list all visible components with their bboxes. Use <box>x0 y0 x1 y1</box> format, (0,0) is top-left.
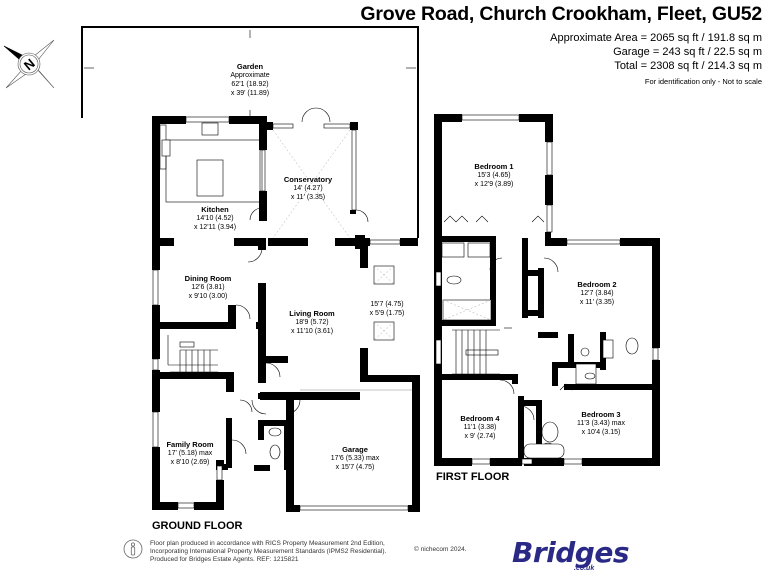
compass-north-icon: N <box>3 39 55 89</box>
room-label-bedroom-2: Bedroom 2 12'7 (3.84) x 11' (3.35) <box>577 280 617 306</box>
area-total: Total = 2308 sq ft / 214.3 sq m <box>614 60 762 72</box>
person-info-icon <box>123 539 143 559</box>
garden-boundary <box>81 26 419 238</box>
property-title: Grove Road, Church Crookham, Fleet, GU52 <box>360 3 762 25</box>
room-label-bedroom-4: Bedroom 4 11'1 (3.38) x 9' (2.74) <box>460 414 500 440</box>
room-label-dining-room: Dining Room 12'6 (3.81) x 9'10 (3.00) <box>184 274 232 300</box>
room-label-kitchen: Kitchen 14'10 (4.52) x 12'11 (3.94) <box>193 205 237 231</box>
room-label-living-extension: 15'7 (4.75) x 5'9 (1.75) <box>369 301 405 317</box>
room-label-garage: Garage 17'6 (5.33) max x 15'7 (4.75) <box>330 445 380 471</box>
first-floor-label: FIRST FLOOR <box>436 471 510 483</box>
room-label-bedroom-1: Bedroom 1 15'3 (4.65) x 12'9 (3.89) <box>474 162 514 188</box>
room-label-bedroom-3: Bedroom 3 11'3 (3.43) max x 10'4 (3.15) <box>577 410 625 436</box>
room-label-living-room: Living Room 18'9 (5.72) x 11'10 (3.61) <box>289 309 335 335</box>
ground-floor-label: GROUND FLOOR <box>152 520 243 532</box>
area-approximate: Approximate Area = 2065 sq ft / 191.8 sq… <box>550 32 762 44</box>
area-summary: Approximate Area = 2065 sq ft / 191.8 sq… <box>550 31 762 73</box>
bridges-logo: Bridges <box>512 536 630 569</box>
area-garage: Garage = 243 sq ft / 22.5 sq m <box>613 46 762 58</box>
room-label-garden: Garden Approximate 62'1 (18.92) x 39' (1… <box>230 62 270 97</box>
bridges-logo-domain: .co.uk <box>574 565 595 572</box>
copyright: © nichecom 2024. <box>414 546 467 553</box>
room-label-conservatory: Conservatory 14' (4.27) x 11' (3.35) <box>283 175 333 201</box>
disclaimer: For identification only - Not to scale <box>644 77 762 86</box>
room-label-family-room: Family Room 17' (5.18) max x 8'10 (2.69) <box>166 440 214 466</box>
measurement-footnote: Floor plan produced in accordance with R… <box>150 540 387 563</box>
